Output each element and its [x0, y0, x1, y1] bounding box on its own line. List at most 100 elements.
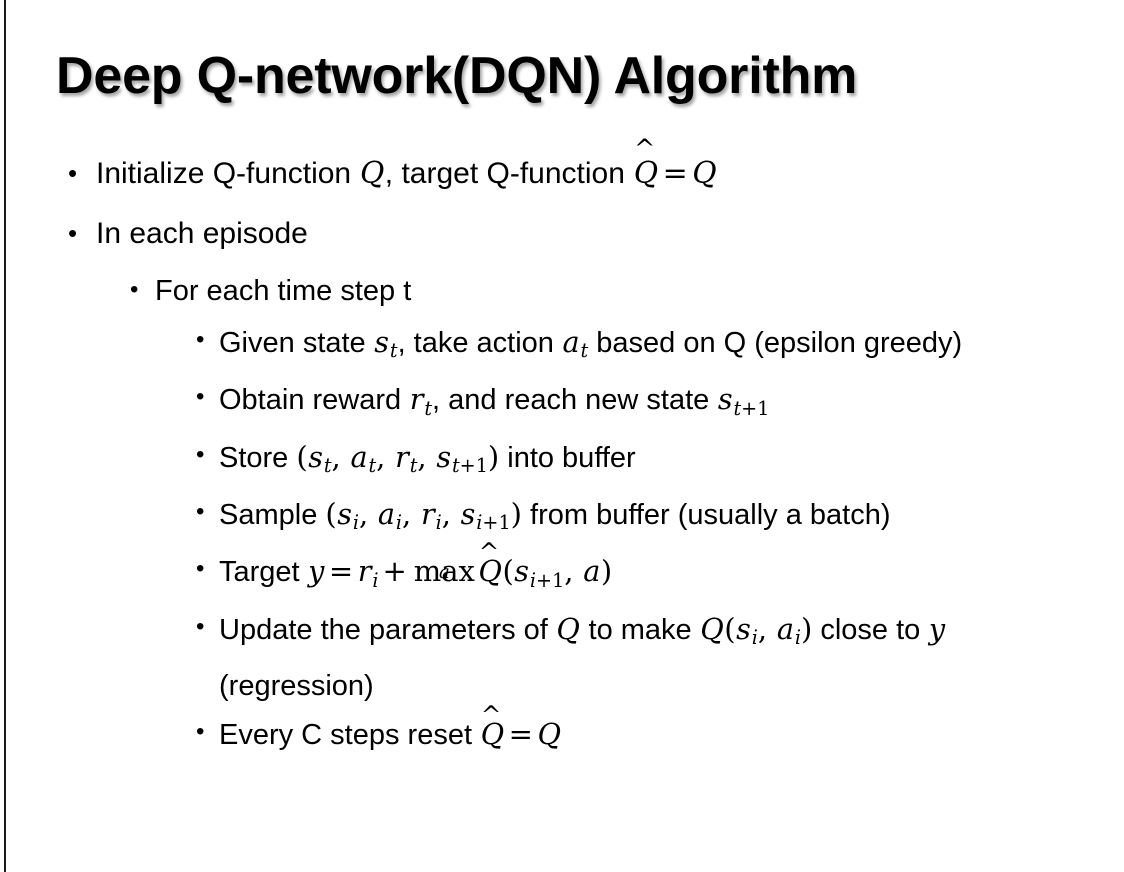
- bullet-item-in-each-episode: • In each episode: [0, 204, 1124, 264]
- math-variable-hat: ^Q: [480, 699, 505, 752]
- bullet-item-update-parameters: •Update the parameters of Q to make Q(si…: [0, 605, 1124, 710]
- bullet-text-run: Update the parameters of: [219, 613, 556, 646]
- math-subscript: i: [794, 626, 801, 650]
- math-subscript: i: [372, 568, 379, 592]
- math-paren: ): [510, 497, 522, 532]
- math-subscript: t+1: [451, 454, 488, 478]
- math-punct: ,: [402, 497, 421, 532]
- bullet-text-run: Given state: [219, 327, 374, 359]
- bullet-text-run: Sample: [219, 499, 326, 532]
- math-operator: =: [508, 717, 533, 752]
- page-title: Deep Q-network(DQN) Algorithm: [56, 47, 858, 105]
- bullet-item-label: In each episode: [96, 204, 1124, 264]
- math-subscript: t: [368, 454, 377, 478]
- math-variable-subscripted: ai: [377, 497, 403, 535]
- math-paren: ): [600, 554, 613, 589]
- math-operator: =: [328, 554, 354, 589]
- math-paren: (: [724, 611, 736, 646]
- bullet-text-run: (regression): [219, 670, 374, 703]
- bullet-item-store-into-buffer: • Store (st, at, rt, st+1) into buffer: [0, 433, 1124, 490]
- math-variable-subscripted: at: [350, 439, 377, 478]
- math-variable: y: [308, 554, 325, 589]
- bullet-text-run: Initialize Q-function: [96, 157, 360, 190]
- bullet-text-run: Every C steps reset: [219, 719, 481, 752]
- math-subscript: t: [323, 454, 332, 478]
- math-variable-subscripted: si: [337, 497, 359, 535]
- math-variable-subscripted: st: [308, 439, 332, 478]
- bullet-marker-icon: •: [130, 276, 139, 303]
- bullet-item-obtain-reward: • Obtain reward rt, and reach new state s…: [0, 375, 1124, 432]
- math-subscript: i: [352, 511, 359, 535]
- bullet-text-run: into buffer: [499, 441, 636, 474]
- math-paren: ): [487, 439, 500, 474]
- math-variable: Q: [692, 156, 717, 191]
- math-subscript: i+1: [529, 568, 565, 592]
- slide-left-border: [4, 0, 6, 872]
- math-paren: (: [296, 439, 308, 474]
- math-variable: Q: [537, 717, 561, 752]
- bullet-marker-icon: •: [68, 218, 78, 248]
- math-punct: ,: [358, 497, 378, 532]
- bullet-marker-icon: •: [196, 326, 205, 353]
- math-subscript: t: [424, 396, 433, 420]
- bullet-marker-icon: •: [196, 718, 205, 746]
- bullet-item-initialize-q-function: •Initialize Q-function Q, target Q-funct…: [0, 136, 1124, 204]
- math-subscript: t: [389, 339, 398, 363]
- bullet-item-label: Given state st, take action at based on …: [219, 318, 1094, 375]
- math-variable-subscripted: ai: [776, 611, 801, 650]
- bullet-text-run: close to: [812, 613, 929, 646]
- math-variable-subscripted: si+1: [460, 497, 511, 535]
- bullet-text-run: from buffer (usually a batch): [521, 499, 891, 532]
- math-operator: =: [662, 156, 688, 191]
- bullet-text-run: Target: [219, 556, 308, 589]
- bullet-item-for-each-time-step: • For each time step t: [0, 264, 1124, 318]
- bullet-text-run: based on Q (epsilon greedy): [588, 327, 963, 359]
- bullet-text-run: , target Q-function: [384, 157, 634, 190]
- bullet-text-run: In each episode: [96, 217, 308, 250]
- math-punct: ,: [757, 611, 777, 646]
- math-variable-subscripted: at: [562, 325, 589, 363]
- bullet-item-label: Update the parameters of Q to make Q(si,…: [219, 605, 1094, 710]
- math-variable-hat: ^Q: [478, 537, 502, 589]
- math-variable-subscripted: si+1: [514, 554, 565, 592]
- math-variable: Q: [556, 611, 580, 646]
- bullet-marker-icon: •: [196, 555, 205, 583]
- math-subscript: i: [395, 511, 403, 535]
- math-variable-subscripted: si: [736, 611, 758, 650]
- math-punct: ,: [417, 439, 436, 474]
- bullet-marker-icon: •: [196, 498, 205, 526]
- math-variable: Q: [359, 156, 385, 191]
- bullet-marker-icon: •: [196, 383, 205, 411]
- math-variable-subscripted: rt: [395, 439, 418, 478]
- bullet-text-run: For each time step t: [155, 275, 412, 307]
- math-variable: y: [928, 611, 946, 646]
- bullet-item-given-state-take-action: •Given state st, take action at based on…: [0, 318, 1124, 375]
- math-variable-subscripted: rt: [409, 382, 433, 420]
- math-variable: a: [583, 554, 601, 589]
- math-paren: ): [800, 611, 813, 646]
- bullet-marker-icon: •: [68, 158, 78, 188]
- bullet-item-label: Every C steps reset ^Q=Q: [219, 699, 1094, 759]
- math-paren: (: [325, 497, 337, 532]
- bullet-item-label: Store (st, at, rt, st+1) into buffer: [219, 433, 1094, 490]
- bullet-marker-icon: •: [196, 440, 205, 468]
- math-paren: (: [502, 554, 514, 589]
- bullet-item-every-c-steps-reset: • Every C steps reset ^Q=Q: [0, 699, 1124, 759]
- math-subscript: i+1: [476, 511, 511, 535]
- math-subscript: i: [435, 511, 442, 535]
- bullet-text-run: , and reach new state: [432, 384, 718, 417]
- bullet-text-run: Store: [219, 441, 297, 474]
- math-subscript: t: [580, 339, 589, 363]
- math-variable-subscripted: st+1: [436, 439, 488, 478]
- math-variable-subscripted: ri: [357, 554, 379, 592]
- math-operator: +: [382, 554, 407, 589]
- math-variable-subscripted: st+1: [717, 382, 770, 420]
- math-punct: ,: [376, 439, 395, 474]
- math-variable-subscripted: st: [374, 325, 398, 363]
- math-variable-subscripted: ri: [420, 497, 442, 535]
- bullet-item-label: Obtain reward rt, and reach new state st…: [219, 375, 1094, 432]
